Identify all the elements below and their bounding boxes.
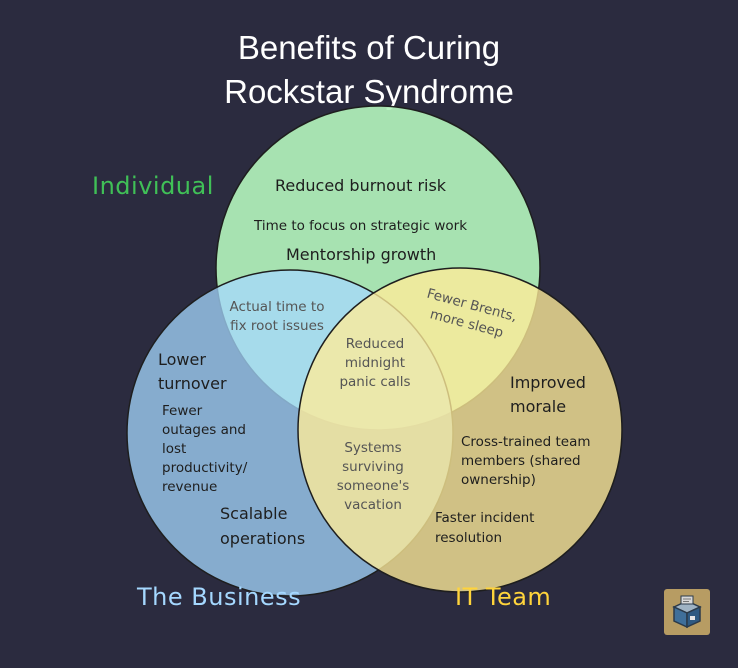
business-it-overlap: Systems surviving someone's vacation: [331, 439, 415, 515]
mentorship-label: Mentorship growth: [286, 245, 437, 264]
label-line: operations: [220, 529, 306, 548]
label-line: lost: [162, 441, 187, 457]
it-team-circle: [297, 267, 623, 593]
overlap-text-line: midnight: [344, 355, 406, 371]
business-category-label: The Business: [137, 583, 302, 611]
overlap-text-line: surviving: [342, 459, 404, 475]
label-line: Scalable: [220, 504, 288, 523]
overlap-text-line: Systems: [344, 440, 402, 456]
scalable-operations-label: Scalable operations: [220, 501, 305, 551]
overlap-text-line: Reduced: [345, 336, 405, 352]
label-line: productivity/: [162, 460, 248, 476]
label-line: Lower: [158, 350, 206, 369]
label-line: members (shared: [461, 453, 581, 469]
label-line: Improved: [510, 373, 586, 392]
cross-trained-label: Cross-trained team members (shared owner…: [461, 433, 591, 490]
open-box-icon: [664, 589, 710, 635]
label-line: ownership): [461, 472, 536, 488]
center-overlap: Reduced midnight panic calls: [333, 335, 417, 392]
overlap-text-line: Actual time to: [229, 299, 325, 315]
label-line: Cross-trained team: [461, 434, 591, 450]
fewer-outages-label: Fewer outages and lost productivity/ rev…: [162, 402, 247, 497]
label-line: Faster incident: [435, 510, 535, 526]
diagram-title: Benefits of Curing Rockstar Syndrome: [0, 26, 738, 114]
label-line: Fewer: [162, 403, 203, 419]
lower-turnover-label: Lower turnover: [158, 348, 227, 396]
reduced-burnout-label: Reduced burnout risk: [275, 176, 447, 195]
title-line-2: Rockstar Syndrome: [224, 73, 514, 110]
faster-resolution-label: Faster incident resolution: [435, 508, 534, 548]
overlap-text-line: someone's: [336, 478, 410, 494]
strategic-work-label: Time to focus on strategic work: [254, 218, 468, 234]
it-team-category-label: IT Team: [455, 583, 552, 611]
label-line: turnover: [158, 374, 227, 393]
overlap-text-line: vacation: [344, 497, 402, 513]
overlap-text-line: fix root issues: [230, 318, 324, 334]
title-line-1: Benefits of Curing: [237, 29, 501, 66]
individual-category-label: Individual: [92, 172, 214, 200]
improved-morale-label: Improved morale: [510, 371, 586, 419]
label-line: resolution: [435, 530, 503, 546]
label-line: morale: [510, 397, 567, 416]
label-line: outages and: [162, 422, 246, 438]
label-line: revenue: [162, 479, 218, 495]
overlap-text-line: panic calls: [339, 374, 411, 390]
individual-business-overlap: Actual time to fix root issues: [226, 298, 328, 336]
